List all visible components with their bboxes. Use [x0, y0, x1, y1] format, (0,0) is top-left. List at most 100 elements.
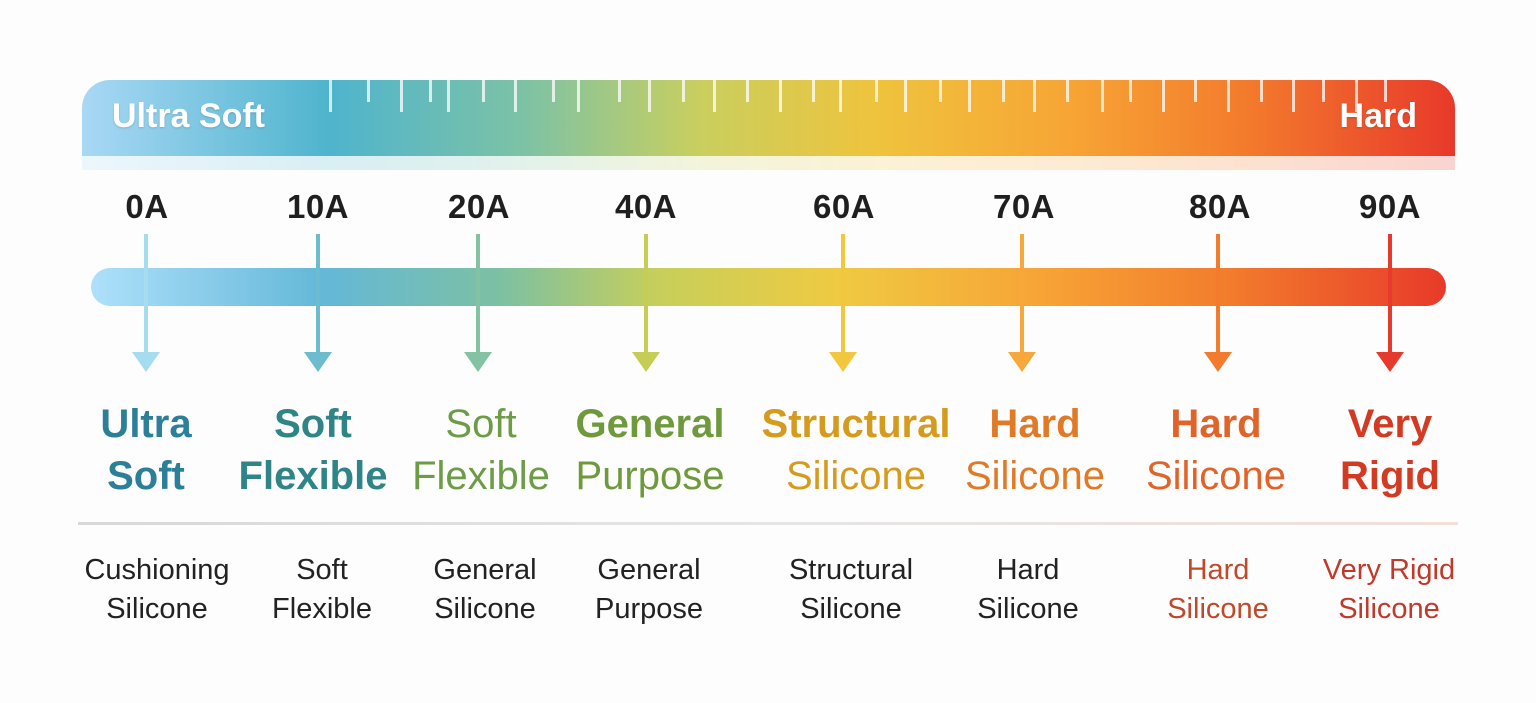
scale-tick: [429, 80, 432, 102]
scale-tick: [1227, 80, 1230, 112]
description-line1: Very Rigid: [1322, 554, 1456, 586]
hardness-track: [91, 268, 1446, 306]
scale-tick: [1322, 80, 1325, 102]
down-arrow-icon: [1204, 234, 1232, 372]
scale-tick: [618, 80, 621, 102]
description-line1: Soft: [296, 554, 348, 586]
scale-tick: [1355, 80, 1358, 112]
scale-tick: [1033, 80, 1036, 112]
scale-tick: [1066, 80, 1069, 102]
category-name-line1: Ultra: [100, 402, 192, 446]
down-arrow-icon: [632, 234, 660, 372]
scale-tick: [904, 80, 907, 112]
category-name-line1: Structural: [761, 402, 951, 446]
description-line2: Silicone: [434, 593, 536, 625]
scale-tick: [514, 80, 517, 112]
section-divider: [78, 522, 1458, 525]
scale-tick: [1002, 80, 1005, 102]
category-name-line2: Flexible: [412, 454, 550, 498]
category-name-line2: Rigid: [1340, 454, 1440, 498]
down-arrow-icon: [829, 234, 857, 372]
description-line2: Flexible: [272, 593, 372, 625]
scale-tick: [648, 80, 651, 112]
scale-tick: [552, 80, 555, 102]
hardness-value-label: 70A: [992, 188, 1056, 225]
description-line1: Hard: [996, 554, 1060, 586]
category-name-line2: Soft: [107, 454, 185, 498]
scale-tick: [367, 80, 370, 102]
scale-tick: [713, 80, 716, 112]
description-line1: General: [597, 554, 701, 586]
hardness-value-label: 20A: [447, 188, 511, 225]
scale-tick: [812, 80, 815, 102]
scale-tick: [1194, 80, 1197, 102]
description-line2: Silicone: [800, 593, 902, 625]
hardness-value-label: 40A: [614, 188, 678, 225]
category-name-line1: General: [575, 402, 725, 446]
description-line2: Silicone: [106, 593, 208, 625]
scale-tick: [779, 80, 782, 112]
scale-tick: [400, 80, 403, 112]
category-name-line2: Silicone: [964, 454, 1106, 498]
scale-tick: [1101, 80, 1104, 112]
scale-tick: [482, 80, 485, 102]
scale-tick: [839, 80, 842, 112]
scale-tick: [329, 80, 332, 112]
hardness-value-label: 80A: [1188, 188, 1252, 225]
scale-tick: [447, 80, 450, 112]
scale-left-label: Ultra Soft: [112, 97, 265, 135]
down-arrow-icon: [132, 234, 160, 372]
description-line1: Hard: [1186, 554, 1250, 586]
scale-tick: [1162, 80, 1165, 112]
category-name-line1: Very: [1347, 402, 1433, 446]
description-line2: Silicone: [1167, 593, 1269, 625]
description-line1: Structural: [788, 554, 914, 586]
category-name-line2: Purpose: [575, 454, 725, 498]
description-line2: Silicone: [1338, 593, 1440, 625]
hardness-scale-bar: Ultra Soft Hard: [82, 80, 1455, 170]
scale-bar-base: [82, 156, 1455, 170]
scale-tick: [746, 80, 749, 102]
scale-tick: [968, 80, 971, 112]
down-arrow-icon: [1008, 234, 1036, 372]
hardness-value-label: 90A: [1358, 188, 1422, 225]
description-line2: Purpose: [594, 593, 704, 625]
scale-tick: [577, 80, 580, 112]
category-name-line1: Soft: [274, 402, 352, 446]
down-arrow-icon: [464, 234, 492, 372]
scale-tick: [1260, 80, 1263, 102]
description-line1: Cushioning: [84, 554, 230, 586]
hardness-value-label: 0A: [125, 188, 169, 225]
scale-tick: [875, 80, 878, 102]
scale-tick: [1129, 80, 1132, 102]
scale-tick: [682, 80, 685, 102]
category-name-line2: Silicone: [785, 454, 927, 498]
down-arrow-icon: [1376, 234, 1404, 372]
description-line1: General: [433, 554, 537, 586]
hardness-value-label: 10A: [286, 188, 350, 225]
description-line2: Silicone: [977, 593, 1079, 625]
category-name-line1: Hard: [989, 402, 1081, 446]
scale-tick: [939, 80, 942, 102]
down-arrow-icon: [304, 234, 332, 372]
category-name-line2: Silicone: [1145, 454, 1287, 498]
category-name-line2: Flexible: [238, 454, 388, 498]
scale-tick: [1292, 80, 1295, 112]
category-name-line1: Hard: [1170, 402, 1262, 446]
scale-right-label: Hard: [1339, 97, 1417, 135]
category-name-line1: Soft: [445, 402, 517, 446]
